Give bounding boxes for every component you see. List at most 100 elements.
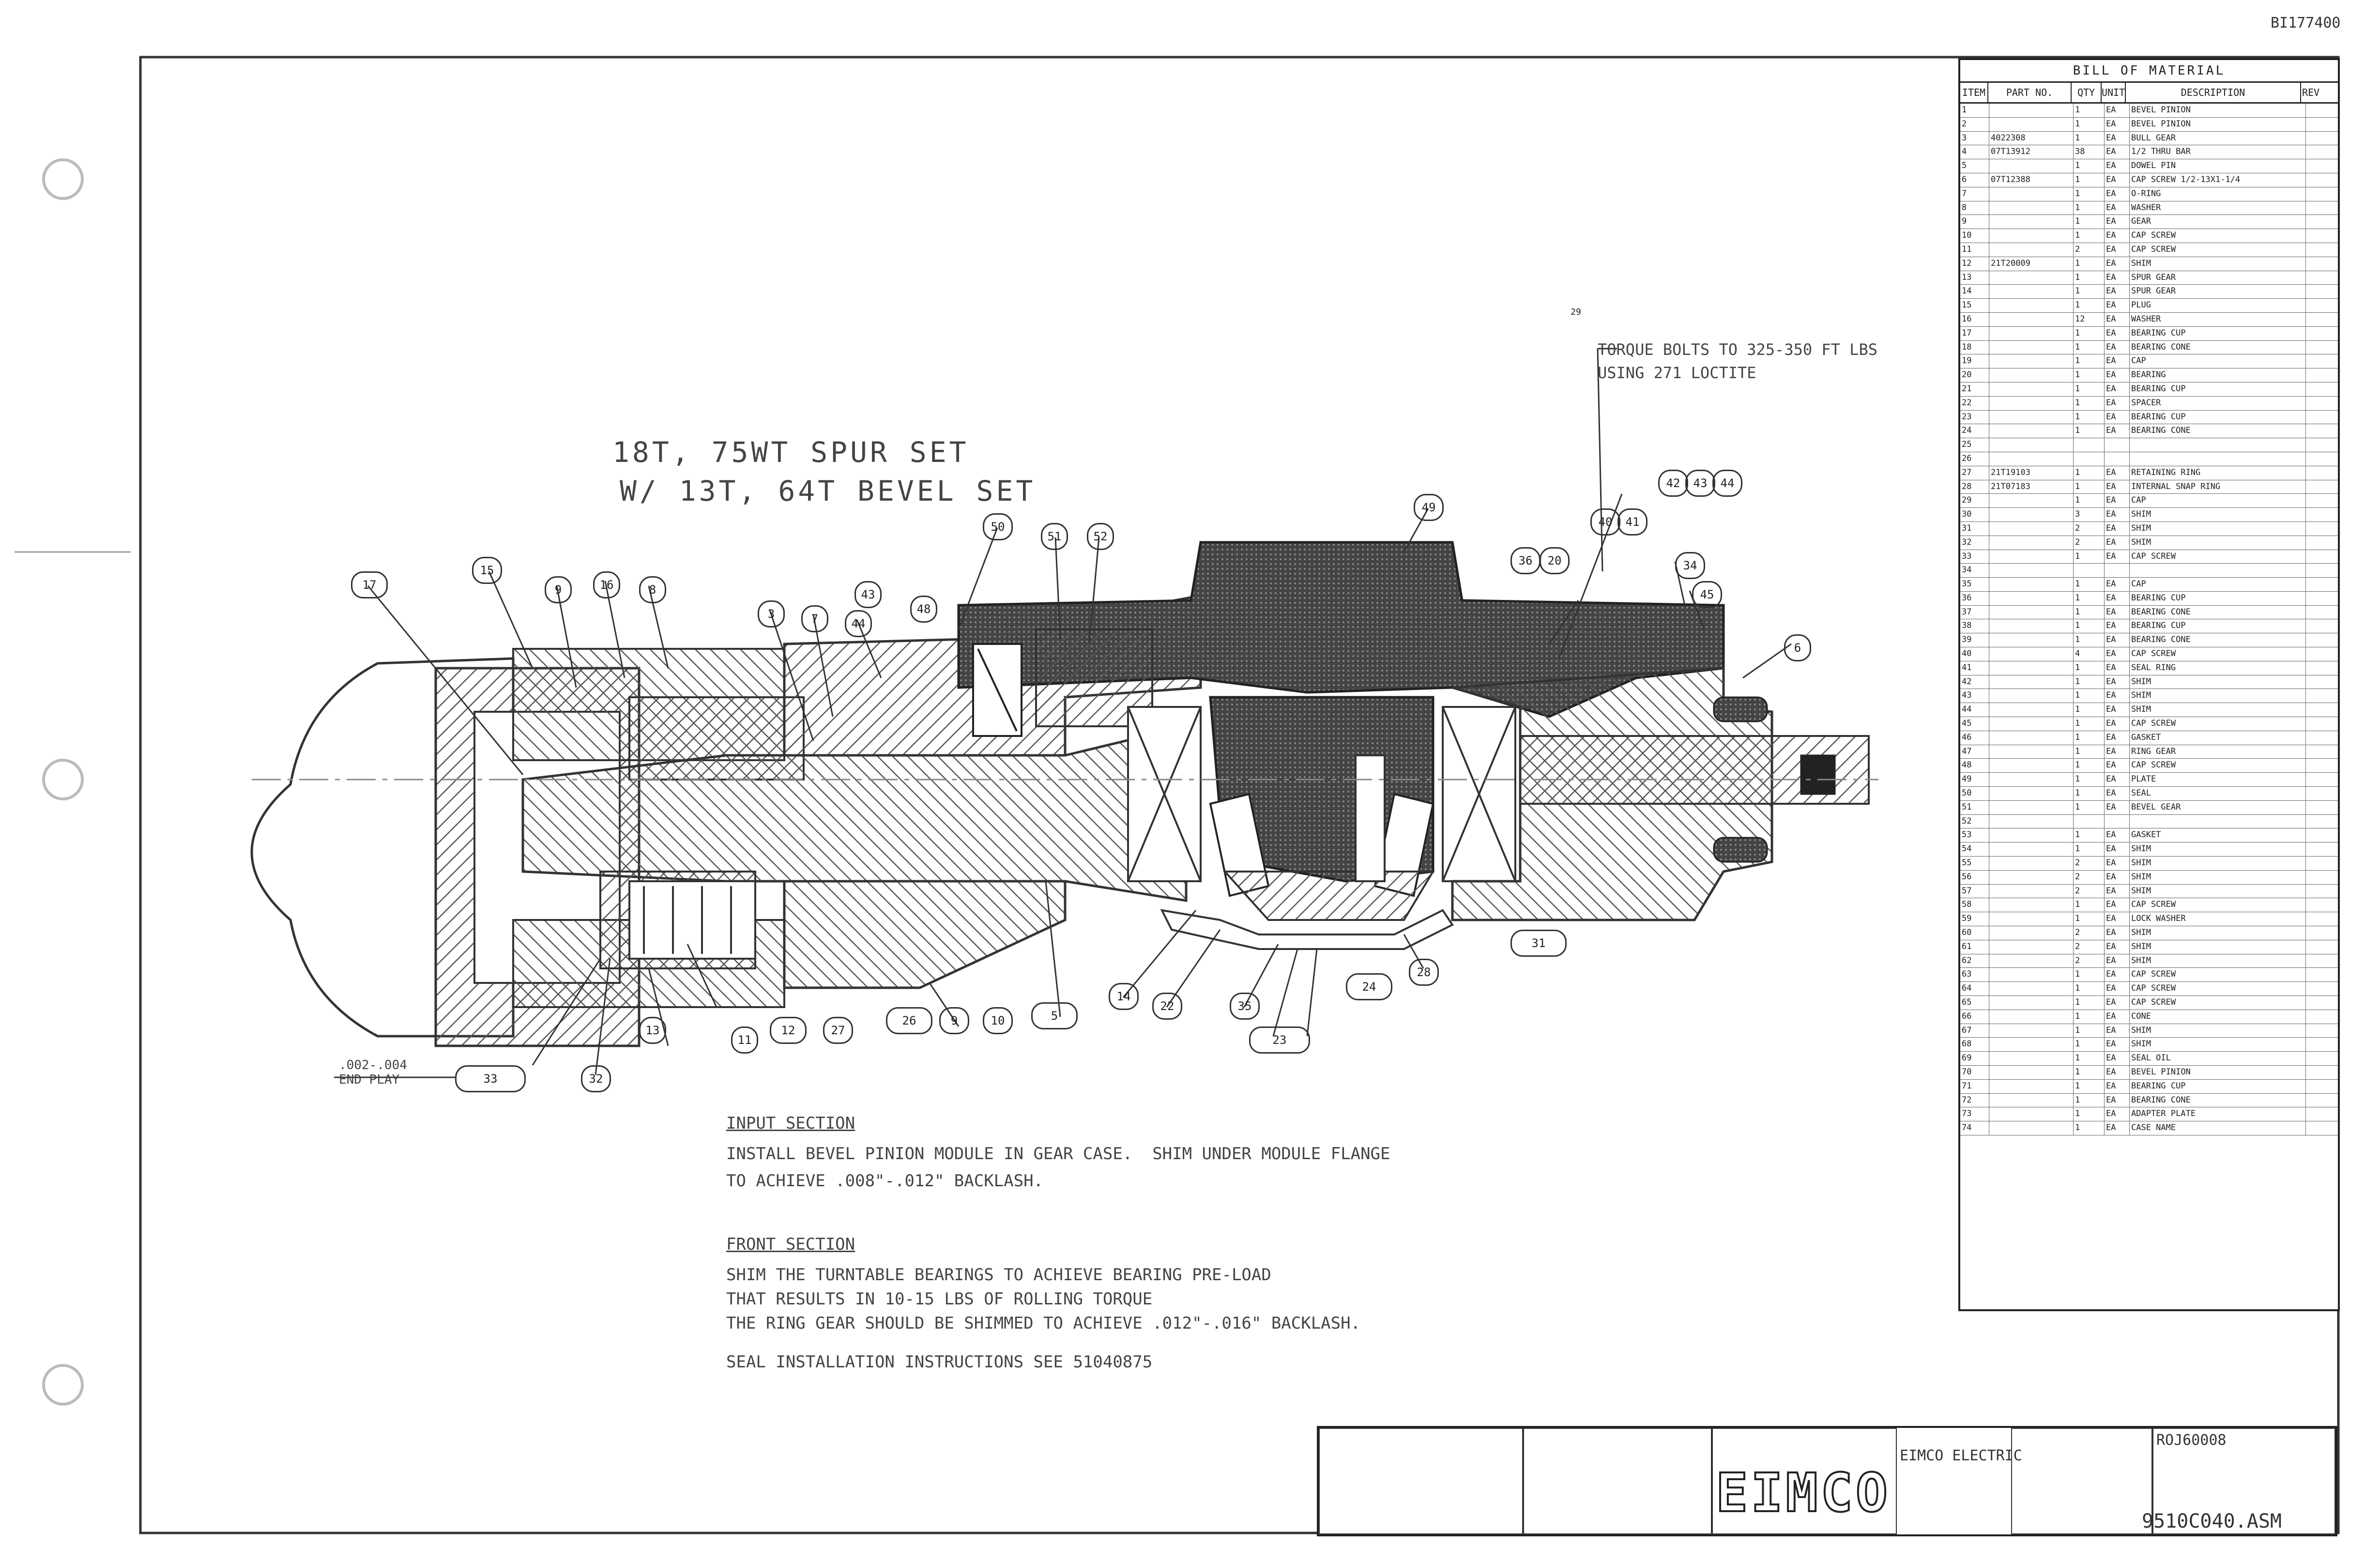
bom-cell-part-no: [1989, 954, 2074, 968]
bom-cell-description: CAP SCREW: [2130, 898, 2306, 912]
bom-cell-description: BULL GEAR: [2130, 131, 2306, 145]
balloon: 44: [845, 610, 872, 637]
bom-cell-rev: [2306, 842, 2327, 856]
bom-col-rev: REV: [2302, 87, 2320, 98]
bom-cell-unit: EA: [2105, 382, 2130, 396]
bom-cell-item: 11: [1960, 243, 1989, 257]
bom-cell-qty: 2: [2074, 940, 2105, 954]
bom-cell-qty: 1: [2074, 1079, 2105, 1093]
bom-cell-rev: [2306, 187, 2327, 201]
bom-cell-description: CAP SCREW: [2130, 996, 2306, 1010]
bom-cell-qty: 1: [2074, 1065, 2105, 1079]
bom-cell-part-no: [1989, 340, 2074, 354]
bom-cell-unit: EA: [2105, 1038, 2130, 1052]
company-cell: [1711, 1428, 1897, 1534]
balloon: 12: [770, 1017, 807, 1044]
bom-cell-unit: EA: [2105, 828, 2130, 842]
balloon: 22: [1152, 993, 1182, 1020]
balloon: 31: [1510, 930, 1567, 957]
bom-cell-unit: EA: [2105, 703, 2130, 717]
bom-cell-description: PLUG: [2130, 299, 2306, 312]
bom-cell-description: CAP SCREW: [2130, 982, 2306, 996]
bom-cell-unit: EA: [2105, 759, 2130, 773]
bom-cell-description: CAP SCREW: [2130, 759, 2306, 773]
balloon: 3: [758, 600, 785, 628]
bom-cell-description: [2130, 564, 2306, 578]
bom-cell-qty: 3: [2074, 508, 2105, 521]
bom-cell-qty: 2: [2074, 536, 2105, 550]
bom-cell-qty: 1: [2074, 842, 2105, 857]
binder-hole: [42, 759, 84, 800]
bom-cell-description: INTERNAL SNAP RING: [2130, 480, 2306, 494]
bom-cell-rev: [2306, 173, 2327, 187]
bom-cell-rev: [2306, 550, 2327, 564]
bom-cell-qty: 38: [2074, 145, 2105, 159]
notes-cell: [1522, 1428, 1713, 1534]
bom-cell-rev: [2306, 285, 2327, 298]
bom-cell-description: SHIM: [2130, 857, 2306, 870]
bom-cell-qty: [2074, 452, 2105, 466]
bom-cell-item: 63: [1960, 968, 1989, 982]
balloon: 44: [1712, 470, 1742, 497]
bom-row: 26: [1960, 452, 2338, 466]
bom-cell-qty: 1: [2074, 1107, 2105, 1121]
bom-cell-description: SHIM: [2130, 257, 2306, 271]
bom-cell-unit: EA: [2105, 536, 2130, 550]
bom-cell-rev: [2306, 578, 2327, 591]
bom-cell-unit: EA: [2105, 1052, 2130, 1065]
bom-cell-description: BEVEL GEAR: [2130, 800, 2306, 814]
bom-cell-part-no: [1989, 689, 2074, 703]
bom-cell-item: 2: [1960, 117, 1989, 131]
balloon: 13: [639, 1017, 666, 1044]
bom-cell-qty: 1: [2074, 731, 2105, 745]
bom-cell-unit: EA: [2105, 773, 2130, 787]
bom-cell-rev: [2306, 271, 2327, 285]
bom-cell-part-no: 07T12388: [1989, 173, 2074, 187]
bom-cell-description: BEARING: [2130, 368, 2306, 382]
bom-cell-rev: [2306, 982, 2327, 996]
bom-cell-description: CAP SCREW: [2130, 968, 2306, 982]
bom-cell-part-no: [1989, 745, 2074, 759]
bom-cell-part-no: [1989, 828, 2074, 842]
bom-cell-description: CAP: [2130, 354, 2306, 368]
bom-cell-part-no: [1989, 884, 2074, 898]
bom-cell-part-no: [1989, 857, 2074, 870]
bom-col-qty: QTY: [2072, 83, 2102, 102]
bom-cell-unit: EA: [2105, 187, 2130, 201]
bom-cell-qty: 1: [2074, 396, 2105, 410]
bom-cell-item: 59: [1960, 912, 1989, 926]
bom-cell-description: DOWEL PIN: [2130, 159, 2306, 173]
bom-cell-item: 13: [1960, 271, 1989, 285]
bom-cell-rev: [2306, 898, 2327, 912]
bom-cell-qty: 1: [2074, 898, 2105, 912]
bom-cell-part-no: [1989, 396, 2074, 410]
bom-cell-rev: [2306, 159, 2327, 173]
bom-cell-description: BEARING CONE: [2130, 633, 2306, 647]
bom-cell-unit: EA: [2105, 354, 2130, 368]
bom-cell-part-no: [1989, 354, 2074, 368]
bom-cell-rev: [2306, 383, 2327, 396]
bom-cell-part-no: [1989, 312, 2074, 326]
bom-col-part-no: PART NO.: [1988, 83, 2072, 102]
bom-cell-description: O-RING: [2130, 187, 2306, 201]
bom-cell-rev: [2306, 703, 2327, 717]
balloon: 52: [1087, 523, 1114, 550]
binder-hole: [42, 158, 84, 200]
bom-cell-unit: EA: [2105, 787, 2130, 800]
bom-cell-qty: 1: [2074, 1010, 2105, 1024]
bom-cell-rev: [2306, 815, 2327, 828]
bom-cell-unit: EA: [2105, 131, 2130, 145]
bom-cell-item: 66: [1960, 1010, 1989, 1024]
balloon: 33: [455, 1065, 526, 1092]
bom-cell-description: BEARING CUP: [2130, 619, 2306, 633]
bom-cell-rev: [2306, 522, 2327, 536]
